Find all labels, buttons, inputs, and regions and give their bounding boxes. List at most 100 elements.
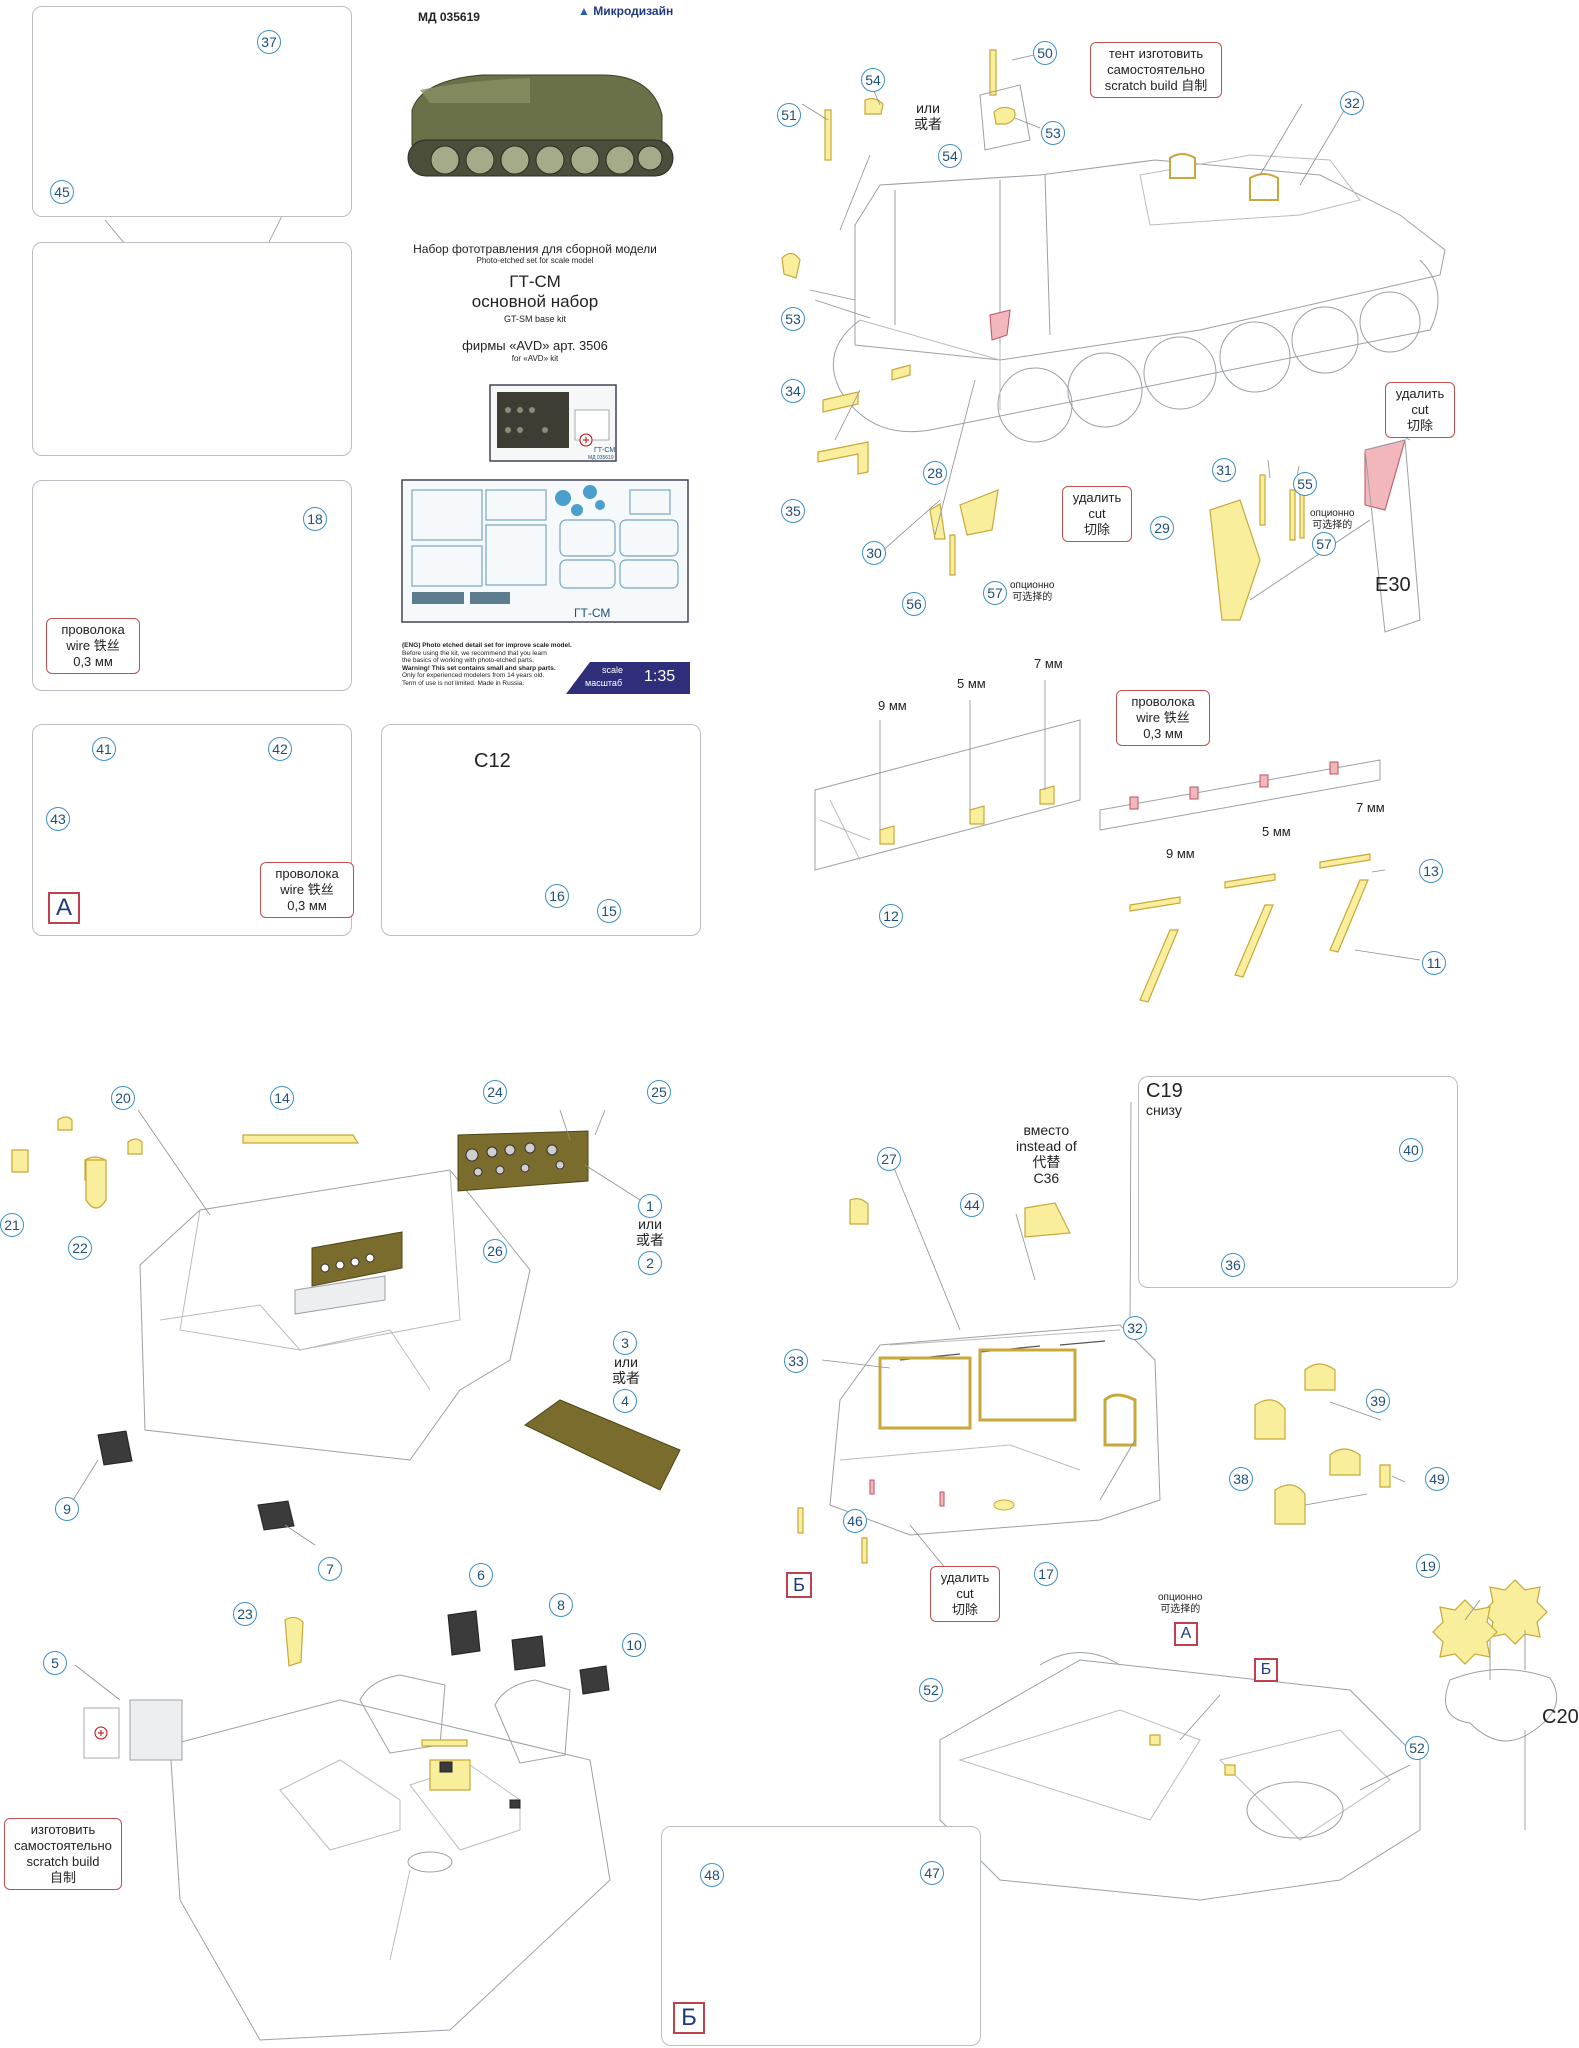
part-callout-51: 51 bbox=[777, 103, 801, 127]
part-callout-55: 55 bbox=[1293, 472, 1317, 496]
brand-logo: ▲ Микродизайн bbox=[578, 4, 673, 18]
part-callout-32b: 32 bbox=[1123, 1316, 1147, 1340]
part-callout-53a: 53 bbox=[1041, 121, 1065, 145]
warning-line-2: Before using the kit, we recommend that … bbox=[402, 649, 547, 657]
dash-panel-1 bbox=[457, 1130, 589, 1192]
fret-small bbox=[489, 384, 617, 462]
ref-C12: C12 bbox=[474, 750, 511, 772]
warning-block: (ENG) Photo etched detail set for improv… bbox=[402, 642, 602, 687]
part-callout-25: 25 bbox=[647, 1080, 671, 1104]
part-callout-10: 10 bbox=[622, 1633, 646, 1657]
bottom-note: снизу bbox=[1146, 1102, 1182, 1118]
or-cn: 或者 bbox=[612, 1370, 640, 1386]
part-callout-18: 18 bbox=[303, 507, 327, 531]
or-ru: или bbox=[638, 1216, 662, 1232]
warning-line-6: Term of use is not limited. Made in Russ… bbox=[402, 679, 525, 687]
part-callout-40: 40 bbox=[1399, 1138, 1423, 1162]
part-callout-49: 49 bbox=[1425, 1467, 1449, 1491]
kit-name-en: GT-SM base kit bbox=[503, 314, 566, 324]
fret-large-label: ГТ-СМ bbox=[574, 606, 611, 620]
optional-cn: 可选择的 bbox=[1012, 592, 1053, 603]
panel-frame-assembly bbox=[32, 242, 352, 456]
cut-note-cn: 切除 bbox=[951, 1602, 978, 1617]
optional-label-57a: опционно 可选择的 bbox=[1310, 508, 1354, 532]
part-callout-44: 44 bbox=[960, 1193, 984, 1217]
instead-part: C36 bbox=[1033, 1170, 1060, 1186]
instead-cn: 代替 bbox=[1032, 1154, 1061, 1170]
part-callout-41: 41 bbox=[92, 737, 116, 761]
wire-note-steps: проволока wire 铁丝 0,3 мм bbox=[1116, 690, 1210, 746]
part-callout-32a: 32 bbox=[1340, 91, 1364, 115]
kit-name-2: основной набор bbox=[471, 292, 599, 311]
dim-5mm-a: 5 мм bbox=[957, 676, 986, 691]
wire-note-en: wire 铁丝 bbox=[66, 638, 120, 653]
part-callout-35: 35 bbox=[781, 499, 805, 523]
or-label-1-2: или 或者 bbox=[636, 1216, 664, 1248]
part-callout-6: 6 bbox=[469, 1563, 493, 1587]
part-callout-17: 17 bbox=[1034, 1562, 1058, 1586]
part-callout-45: 45 bbox=[50, 180, 74, 204]
panel-B bbox=[661, 1826, 981, 2046]
part-callout-47: 47 bbox=[920, 1861, 944, 1885]
part-callout-52a: 52 bbox=[919, 1678, 943, 1702]
parts-14-22 bbox=[11, 1116, 360, 1209]
part-callout-52b: 52 bbox=[1405, 1736, 1429, 1760]
warning-line-4: Warning! This set contains small and sha… bbox=[402, 664, 556, 672]
part-callout-57b: 57 bbox=[1312, 532, 1336, 556]
part-callout-5: 5 bbox=[43, 1651, 67, 1675]
part-callout-3: 3 bbox=[613, 1331, 637, 1355]
kit-compat-ru: фирмы «AVD» арт. 3506 bbox=[462, 338, 608, 353]
dim-7mm-a: 7 мм bbox=[1034, 656, 1063, 671]
leader-lines bbox=[69, 103, 1526, 1830]
wire-note-size: 0,3 мм bbox=[73, 654, 113, 669]
part-callout-39: 39 bbox=[1366, 1389, 1390, 1413]
side-panel-steps bbox=[814, 680, 1381, 1003]
scale-label-2: масштаб bbox=[585, 678, 623, 688]
vehicle-hull-top-right bbox=[832, 153, 1446, 443]
part-callout-23: 23 bbox=[233, 1602, 257, 1626]
or-label-3-4: или 或者 bbox=[612, 1354, 640, 1386]
part-callout-22: 22 bbox=[68, 1236, 92, 1260]
cut-note-en: cut bbox=[1088, 506, 1106, 521]
part-callout-34: 34 bbox=[781, 379, 805, 403]
ref-C20: C20 bbox=[1542, 1706, 1579, 1728]
cut-note-ru: удалить bbox=[1395, 386, 1445, 401]
part-callout-24: 24 bbox=[483, 1080, 507, 1104]
dim-5mm-b: 5 мм bbox=[1262, 824, 1291, 839]
part-callout-37: 37 bbox=[257, 30, 281, 54]
fret-label: ГТ-СМ bbox=[594, 447, 616, 454]
part-callout-26: 26 bbox=[483, 1239, 507, 1263]
part-callout-1: 1 bbox=[638, 1194, 662, 1218]
cut-note-e30: удалить cut 切除 bbox=[1385, 382, 1455, 438]
instead-label: вместо instead of 代替 C36 bbox=[1016, 1122, 1077, 1186]
part-callout-29: 29 bbox=[1150, 516, 1174, 540]
dim-7mm-b: 7 мм bbox=[1356, 800, 1385, 815]
fret-code: МД 035619 bbox=[588, 455, 614, 461]
wire-note-size: 0,3 мм bbox=[1143, 726, 1183, 741]
panel-lamp bbox=[32, 6, 352, 217]
grilles-7-9 bbox=[97, 1430, 295, 1531]
kit-subtitle-ru: Набор фототравления для сборной модели bbox=[413, 242, 657, 256]
hull-bottom-right bbox=[939, 1652, 1421, 1901]
scratch-build-note-seat: изготовить самостоятельно scratch build … bbox=[4, 1818, 122, 1890]
ref-C19: C19 bbox=[1146, 1080, 1183, 1102]
self-note-en: scratch build bbox=[26, 1854, 100, 1869]
wire-note-en: wire 铁丝 bbox=[280, 882, 334, 897]
ref-box-B-panel: Б bbox=[673, 2002, 705, 2034]
ref-box-A-panel: А bbox=[48, 892, 80, 924]
scratch-note-en: scratch build 自制 bbox=[1104, 78, 1208, 93]
part-callout-14: 14 bbox=[270, 1086, 294, 1110]
parts-19-C20 bbox=[1432, 1579, 1558, 1742]
scratch-note-ru-2: самостоятельно bbox=[1107, 62, 1205, 77]
wire-note-18: проволока wire 铁丝 0,3 мм bbox=[46, 618, 140, 674]
part-callout-27: 27 bbox=[877, 1147, 901, 1171]
part-callout-48: 48 bbox=[700, 1863, 724, 1887]
part-callout-38: 38 bbox=[1229, 1467, 1253, 1491]
scale-box bbox=[566, 662, 690, 694]
scratch-build-note-tent: тент изготовить самостоятельно scratch b… bbox=[1090, 42, 1222, 98]
wire-note-size: 0,3 мм bbox=[287, 898, 327, 913]
warning-line-5: Only for experienced modelers from 14 ye… bbox=[402, 672, 545, 679]
self-note-ru-1: изготовить bbox=[30, 1822, 96, 1837]
or-ru: или bbox=[916, 100, 940, 116]
optional-cn: 可选择的 bbox=[1312, 520, 1353, 531]
